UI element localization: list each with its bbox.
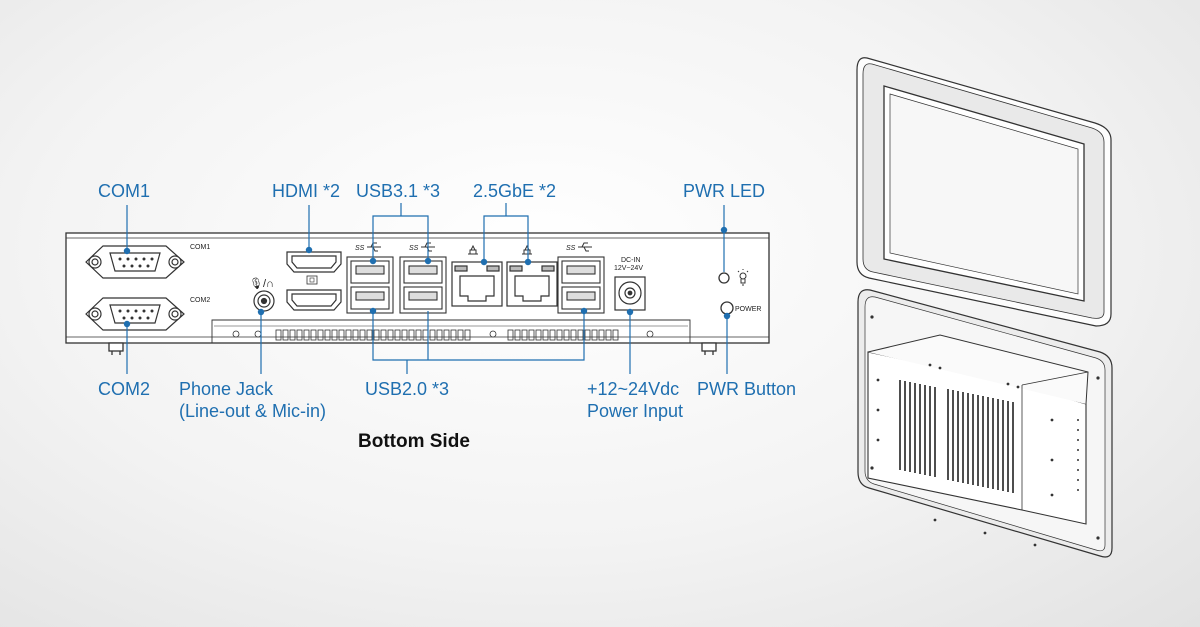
phone-jack [253,290,275,312]
com1-panel-label: COM1 [190,244,210,251]
callout-lines [126,203,728,374]
monitor-front-view [856,57,1112,327]
phone-jack-callout-line2: (Line-out & Mic-in) [179,401,327,421]
usb-stacks [346,256,605,314]
bulb-icon [737,269,749,286]
lan-ports [451,261,558,307]
pwr-led-callout: PWR LED [683,181,766,201]
usb-ss-icon: SS SS SS [355,242,592,252]
bottom-side-caption: Bottom Side [358,431,470,452]
phone-jack-callout-line1: Phone Jack [179,379,274,399]
callout-dots [123,226,731,328]
gbe-callout: 2.5GbE *2 [473,181,557,201]
vent-slots [232,329,654,341]
usb31-callout: USB3.1 *3 [356,181,441,201]
pwr-button-callout: PWR Button [697,379,797,399]
dc-in-jack [614,276,646,311]
svg-text:SS: SS [566,245,576,252]
com1-callout: COM1 [98,181,151,201]
hdmi-ports [286,251,342,311]
dcin-label-line2: 12V~24V [614,265,643,272]
com2-port [85,297,185,331]
svg-text:SS: SS [355,245,365,252]
com2-panel-label: COM2 [190,297,210,304]
microphone-headphone-icon: 🎙/∩ [249,277,274,290]
hdmi-callout: HDMI *2 [272,181,341,201]
power-button [720,301,734,315]
svg-text:SS: SS [409,245,419,252]
monitor-rear-view [857,289,1113,558]
lan-icon [468,244,532,255]
usb20-callout: USB2.0 *3 [365,379,450,399]
power-input-callout-line1: +12~24Vdc [587,379,680,399]
heatsink-fins [899,380,1014,493]
rear-screws [870,315,1100,547]
pwr-led [718,272,730,284]
power-input-callout-line2: Power Input [587,401,684,421]
com2-callout: COM2 [98,379,151,399]
com1-port [85,245,185,279]
power-panel-label: POWER [735,306,761,313]
dcin-label-line1: DC-IN [621,257,640,264]
